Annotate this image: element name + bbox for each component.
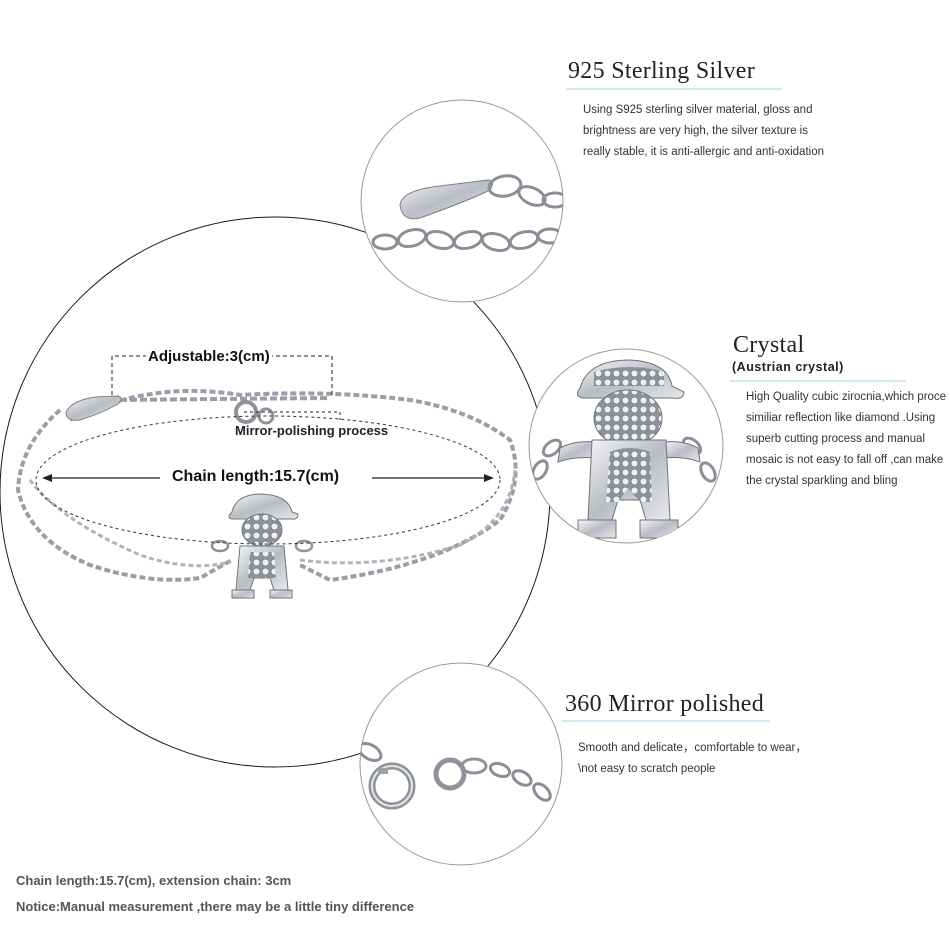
feature-title-crystal: Crystal xyxy=(733,332,805,358)
desc-line: similiar reflection like diamond .Using xyxy=(746,412,936,424)
note-disclaimer: Notice:Manual measurement ,there may be … xyxy=(16,899,415,914)
feature-subtitle-crystal: (Austrian crystal) xyxy=(732,360,844,374)
desc-line: superb cutting process and manual xyxy=(746,433,925,445)
desc-line: Smooth and delicate，comfortable to wear， xyxy=(578,742,807,754)
feature-title-silver: 925 Sterling Silver xyxy=(568,58,756,84)
desc-line: High Quality cubic zirocnia,which proce xyxy=(746,391,947,403)
chain-length-ellipse xyxy=(35,415,501,545)
desc-line: really stable, it is anti-allergic and a… xyxy=(583,146,824,158)
charm-closeup xyxy=(531,359,717,539)
chain-length-label: Chain length:15.7(cm) xyxy=(168,468,344,486)
adjustable-label: Adjustable:3(cm) xyxy=(146,348,272,365)
note-size: Chain length:15.7(cm), extension chain: … xyxy=(16,873,292,888)
mirror-pointer xyxy=(244,411,341,420)
desc-line: brightness are very high, the silver tex… xyxy=(583,125,808,137)
feature-desc-crystal: High Quality cubic zirocnia,which proce … xyxy=(746,387,946,492)
feature-title-mirror: 360 Mirror polished xyxy=(565,691,765,717)
feature-desc-silver: Using S925 sterling silver material, glo… xyxy=(583,100,824,163)
clasp-closeup xyxy=(360,741,552,810)
desc-line: the crystal sparkling and bling xyxy=(746,475,898,487)
feature-desc-mirror: Smooth and delicate，comfortable to wear，… xyxy=(578,738,807,780)
desc-line: mosaic is not easy to fall off ,can make xyxy=(746,454,944,466)
tag-charm xyxy=(65,395,122,421)
desc-line: Using S925 sterling silver material, glo… xyxy=(583,104,813,116)
small-charm xyxy=(210,493,314,599)
bracelet xyxy=(15,388,518,583)
desc-line: \not easy to scratch people xyxy=(578,763,716,775)
mirror-process-label: Mirror-polishing process xyxy=(235,423,389,438)
